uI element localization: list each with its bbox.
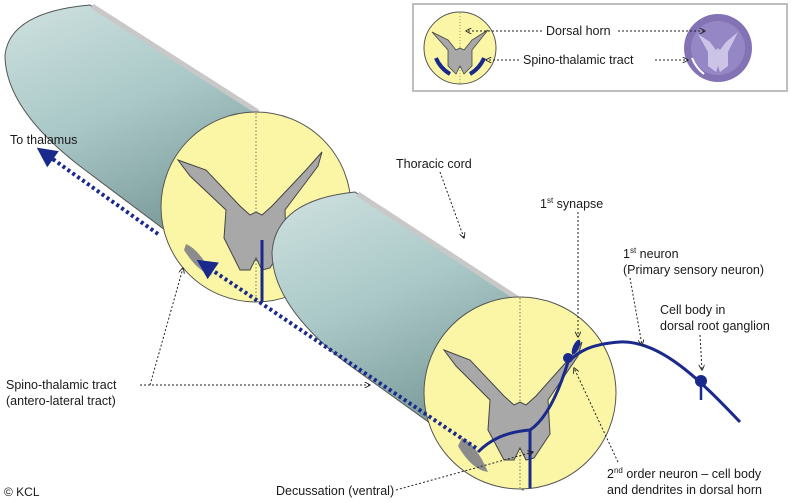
first-synapse-marker (571, 339, 581, 355)
thoracic-cord-leader (439, 171, 464, 238)
second-order-subtitle: and dendrites in dorsal horn (607, 483, 762, 497)
cell-body-leader (700, 334, 702, 370)
legend-schematic-tract-right (468, 57, 486, 76)
first-neuron-axon (566, 340, 742, 424)
thoracic-cord-segment (271, 191, 617, 491)
first-synapse-label: 1st synapse (540, 196, 603, 211)
spino-thalamic-label-line1: Spino-thalamic tract (6, 378, 117, 392)
spino-thalamic-label-line2: (antero-lateral tract) (6, 394, 116, 408)
legend-stained-tract-outline (691, 57, 705, 75)
cell-body-label-line1: Cell body in (660, 303, 725, 317)
dorsal-root-ganglion-cell-body (695, 375, 707, 387)
legend-dorsal-horn-label: Dorsal horn (546, 24, 611, 38)
second-order-axon (476, 361, 570, 454)
upper-cord-segment (4, 3, 352, 303)
thoracic-cord-label: Thoracic cord (396, 157, 472, 171)
second-order-cell-body (563, 353, 573, 363)
legend-stained-grey-matter (698, 32, 738, 72)
second-order-label: 2nd order neuron – cell body (607, 466, 762, 481)
second-order-leader (574, 368, 619, 463)
upper-cord-dorsal-line (90, 3, 260, 115)
legend-schematic-tract-left (434, 57, 452, 76)
ascending-tract-lower (196, 259, 478, 450)
ascending-tract-upper (36, 147, 160, 236)
copyright-label: © KCL (4, 485, 40, 499)
legend-spino-thalamic-label: Spino-thalamic tract (523, 53, 634, 67)
legend-box: Dorsal horn Spino-thalamic tract (412, 3, 788, 92)
spino-thalamic-leader-up (149, 268, 183, 386)
decussation-label: Decussation (ventral) (276, 484, 394, 498)
first-neuron-subtitle: (Primary sensory neuron) (623, 263, 764, 277)
thoracic-spino-thalamic-tract (458, 438, 488, 472)
first-neuron-label: 1st neuron (623, 246, 679, 261)
legend-schematic-grey-matter (431, 29, 489, 75)
thoracic-cord-dorsal-line (356, 191, 522, 303)
first-neuron-leader (629, 277, 642, 345)
annotation-leaders (140, 171, 702, 491)
neuron-pathway (36, 147, 742, 488)
upper-grey-matter (176, 151, 323, 271)
cell-body-label-line2: dorsal root ganglion (660, 319, 770, 333)
to-thalamus-label: To thalamus (10, 133, 77, 147)
